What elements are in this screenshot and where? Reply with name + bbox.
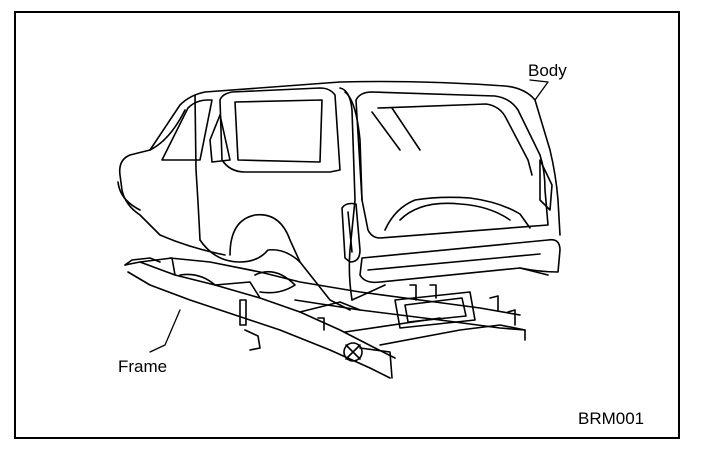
frame-axle-hub <box>343 342 363 362</box>
figure-code-label: BRM001 <box>578 409 645 428</box>
body-rear-wheelhouse <box>399 202 511 221</box>
frame-bracket-6 <box>507 309 516 326</box>
frame-crossmember-1 <box>214 281 261 299</box>
frame-left-rail-lower <box>127 271 391 379</box>
frame-right-rail <box>169 257 521 316</box>
frame-right-rail-lower <box>294 299 526 331</box>
body-side-bottom <box>199 239 351 311</box>
body-rear-opening <box>355 91 549 239</box>
body-underside <box>351 267 549 301</box>
body-rear-opening-inner <box>377 103 533 176</box>
body-rear-sill-line <box>367 253 541 271</box>
body-rear-window-lines <box>371 107 421 151</box>
frame-bracket-2 <box>317 317 325 331</box>
body-c-pillar-inner <box>344 91 363 201</box>
frame-front-mount <box>244 329 261 351</box>
frame-crossmember-2 <box>299 301 361 313</box>
frame-bracket-4 <box>429 284 437 299</box>
frame-front-crossmember <box>139 257 176 276</box>
body-quarter-small-window <box>209 114 231 163</box>
body-a-pillar <box>149 109 186 151</box>
body-side-rear-small-window <box>539 159 553 211</box>
body-label: Body <box>528 61 567 80</box>
vehicle-frame-drawing <box>124 257 526 379</box>
frame-rear-extension <box>359 347 393 379</box>
frame-bracket-3 <box>409 284 417 301</box>
figure-border <box>14 11 680 439</box>
body-door-line <box>194 94 201 241</box>
body-quarter-window-inner <box>234 99 323 163</box>
frame-front-horn <box>124 257 161 266</box>
frame-axle-hub-spokes <box>345 344 361 360</box>
body-roof-outline <box>149 80 561 236</box>
vehicle-body-drawing <box>117 79 561 311</box>
body-quarter-window-outer <box>219 87 341 173</box>
frame-front-suspension <box>179 273 216 286</box>
frame-rear-cross-box <box>394 291 476 329</box>
body-tail-light-lens <box>347 211 353 253</box>
frame-mid-spring <box>254 270 296 294</box>
frame-rear-crossmember <box>379 324 526 346</box>
body-front-cowl <box>118 149 226 256</box>
frame-rear-cross-box-inner <box>404 297 467 323</box>
body-rear-sill <box>359 238 561 284</box>
body-front-wheel-arch <box>117 181 141 211</box>
body-front-window <box>161 99 213 161</box>
body-leader-line <box>529 79 549 101</box>
body-c-pillar <box>339 87 356 301</box>
frame-leader-line <box>149 309 181 353</box>
frame-bracket-1 <box>239 299 247 326</box>
body-rear-floor <box>384 196 531 231</box>
frame-bracket-5 <box>489 295 499 311</box>
body-rear-wheel-arch <box>229 213 301 263</box>
frame-label: Frame <box>118 357 168 376</box>
body-tail-light <box>341 202 361 263</box>
